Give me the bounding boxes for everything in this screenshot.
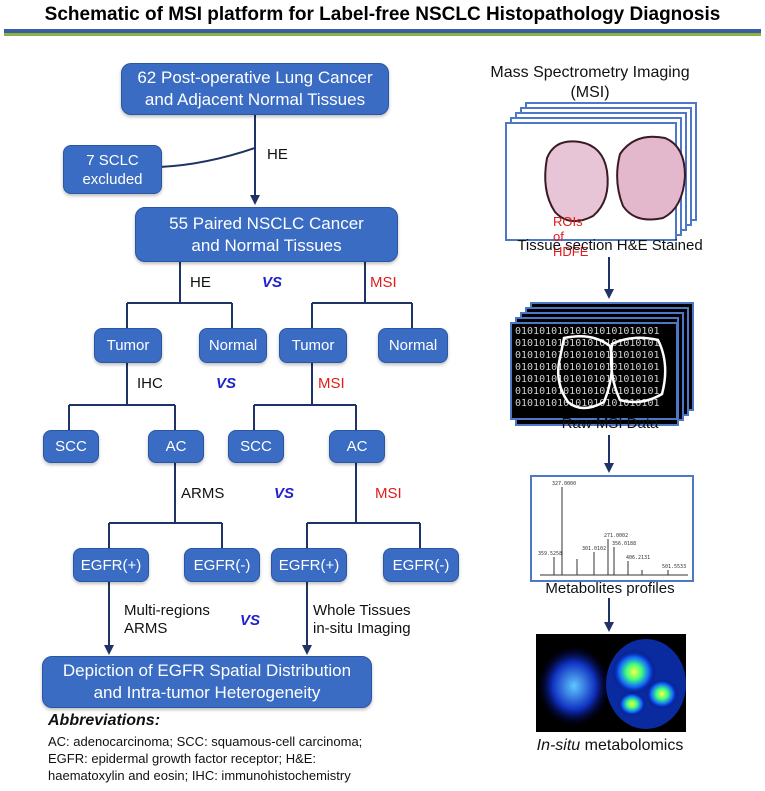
page-title: Schematic of MSI platform for Label-free… [44, 4, 721, 25]
vs-label-3: VS [274, 485, 295, 502]
raw-caption: Raw MSI Data [561, 415, 659, 432]
peak-label: 359.5258 [538, 551, 562, 557]
scc-box-ihc: SCC [43, 430, 99, 463]
ihc-label: IHC [137, 375, 163, 392]
egfr-pos-box-arms: EGFR(+) [73, 548, 149, 582]
msi-title: Mass Spectrometry Imaging (MSI) [490, 64, 690, 101]
he-label-branch: HE [190, 274, 211, 291]
multi-regions-label: Multi-regions ARMS [124, 602, 210, 637]
abbreviations-heading: Abbreviations: [48, 712, 161, 729]
msi-label-1: MSI [370, 274, 397, 291]
metabolite-heatmap [538, 639, 686, 729]
egfr-pos-box-msi: EGFR(+) [271, 548, 347, 582]
tumor-box-msi: Tumor [279, 328, 347, 363]
peak-label: 327.0000 [552, 481, 576, 487]
binary-row: 010101010101010101010101 [515, 350, 660, 361]
ac-box-ihc: AC [148, 430, 204, 463]
whole-tissues-label: Whole Tissues in-situ Imaging [313, 602, 411, 637]
normal-box-he: Normal [199, 328, 267, 363]
insitu-italic: In-situ [536, 737, 581, 754]
binary-row: 010101010101010101010101 [515, 326, 660, 337]
excluded-box: 7 SCLC excluded [63, 145, 162, 194]
insitu-caption: In-situ metabolomics [490, 737, 730, 755]
arms-label: ARMS [181, 485, 225, 502]
paired-box: 55 Paired NSCLC Cancer and Normal Tissue… [135, 207, 398, 262]
binary-row: 010101010101010101010101 [515, 374, 660, 385]
peak-label: 406.2131 [626, 555, 650, 561]
binary-row: 010101010101010101010101 [515, 362, 660, 373]
binary-row: 010101010101010101010101 [515, 386, 660, 397]
msi-label-2: MSI [318, 375, 345, 392]
he-label-top: HE [267, 146, 288, 163]
egfr-neg-box-arms: EGFR(-) [184, 548, 260, 582]
egfr-neg-box-msi: EGFR(-) [383, 548, 459, 582]
abbreviations-text: AC: adenocarcinoma; SCC: squamous-cell c… [48, 734, 363, 783]
profiles-caption: Metabolites profiles [545, 580, 675, 597]
title-underline-green [4, 33, 761, 36]
scc-box-msi: SCC [228, 430, 284, 463]
binary-row: 010101010101010101010101 [515, 398, 660, 409]
insitu-image [536, 634, 686, 732]
insitu-rest: metabolomics [580, 737, 684, 754]
ac-box-msi: AC [329, 430, 385, 463]
peak-label: 301.0102 [582, 546, 606, 552]
mass-spectrum: 327.0000 271.0002 301.0102 356.0188 359.… [538, 481, 688, 576]
vs-label-1: VS [262, 274, 283, 291]
roi-outline [557, 335, 667, 410]
he-tissue-image [544, 135, 687, 223]
final-box: Depiction of EGFR Spatial Distribution a… [42, 656, 372, 708]
title-underline-blue [4, 29, 761, 33]
normal-box-msi: Normal [378, 328, 448, 363]
peak-label: 501.5533 [662, 564, 686, 570]
peak-label: 271.0002 [604, 533, 628, 539]
peak-label: 356.0188 [612, 541, 636, 547]
start-box: 62 Post-operative Lung Cancer and Adjace… [121, 63, 389, 115]
roi-label: ROIs of HDFE [553, 214, 589, 259]
msi-label-3: MSI [375, 485, 402, 502]
tumor-box-he: Tumor [94, 328, 162, 363]
he-caption: Tissue section H&E Stained [517, 237, 703, 254]
vs-label-4: VS [240, 612, 261, 629]
binary-row: 010101010101010101010101 [515, 338, 660, 349]
vs-label-2: VS [216, 375, 237, 392]
spectrum-panel: 327.0000 271.0002 301.0102 356.0188 359.… [530, 475, 694, 582]
